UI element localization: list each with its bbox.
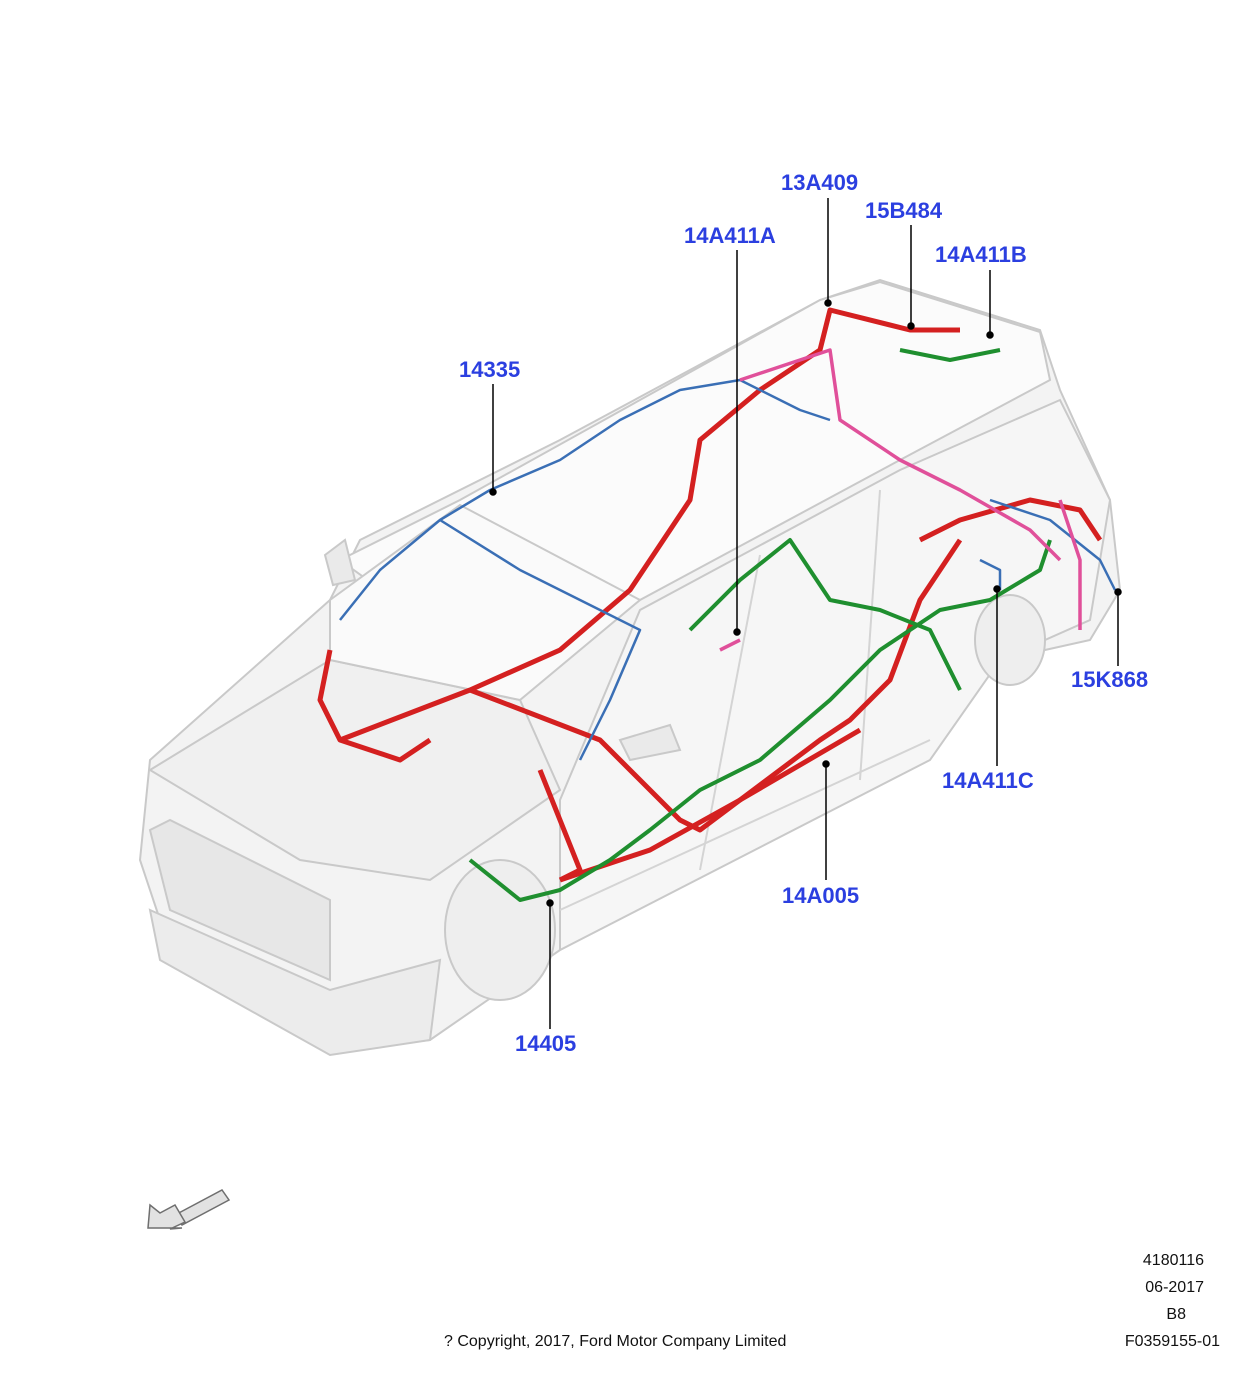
callout-14A005: 14A005: [782, 883, 860, 908]
revision-code: B8: [1166, 1306, 1186, 1323]
harness-pink-roof: [739, 348, 1062, 562]
leader-dot-14405: [546, 899, 554, 907]
harness-pink-center: [719, 638, 741, 652]
harness-green-door: [688, 538, 962, 691]
leader-dot-14335: [489, 488, 497, 496]
callout-14405: 14405: [515, 1031, 577, 1056]
harness-blue-roof: [339, 378, 831, 621]
harness-green: [468, 348, 1052, 902]
vehicle-left-mirror: [323, 538, 357, 587]
vehicle-front-wheel-arch: [444, 859, 556, 1001]
vehicle-door-line-2: [859, 489, 881, 781]
issue-date: 06-2017: [1145, 1279, 1204, 1296]
leader-dot-13A409: [824, 299, 832, 307]
arrow-down-left-icon: [147, 1189, 231, 1230]
leader-dot-14A411A: [733, 628, 741, 636]
callout-14A411B: 14A411B: [935, 242, 1027, 267]
callout-13A409: 13A409: [781, 170, 859, 195]
arrow-head: [147, 1203, 187, 1230]
leader-dot-15B484: [907, 322, 915, 330]
leader-dot-14A411C: [993, 585, 1001, 593]
vehicle-rear-wheel-arch: [974, 594, 1046, 686]
leader-dot-15K868: [1114, 588, 1122, 596]
harness-blue-pillar: [439, 518, 642, 761]
callout-15K868: 15K868: [1071, 667, 1149, 692]
callout-14A411C: 14A411C: [942, 768, 1034, 793]
harness-red-main-dash: [339, 307, 960, 743]
harness-red: [317, 307, 1103, 883]
vehicle-front-bumper: [148, 908, 442, 1057]
harness-red-engine: [317, 649, 432, 763]
leader-lines: [489, 198, 1122, 1029]
copyright-notice: ? Copyright, 2017, Ford Motor Company Li…: [444, 1333, 787, 1350]
callout-14A411A: 14A411A: [684, 223, 776, 248]
harness-red-rear: [918, 497, 1103, 543]
harness-red-front: [537, 769, 583, 883]
callout-14335: 14335: [459, 357, 521, 382]
harness-blue-door: [979, 558, 1002, 590]
harness-blue: [339, 378, 1117, 761]
vehicle-sill-line: [559, 739, 931, 911]
harness-pink-rear: [1058, 499, 1082, 630]
part-number: 4180116: [1142, 1252, 1204, 1269]
vehicle-grille: [148, 818, 331, 982]
harness-green-body: [468, 539, 1052, 902]
harness-green-rear: [899, 348, 1001, 362]
harness-pink: [719, 348, 1082, 652]
callout-15B484: 15B484: [865, 198, 943, 223]
vehicle-side-mirror: [618, 723, 682, 762]
leader-dot-14A005: [822, 760, 830, 768]
leader-dot-14A411B: [986, 331, 994, 339]
figure-id: F0359155-01: [1124, 1333, 1220, 1350]
vehicle-body: [138, 278, 1122, 1057]
harness-red-cowl: [469, 538, 963, 833]
